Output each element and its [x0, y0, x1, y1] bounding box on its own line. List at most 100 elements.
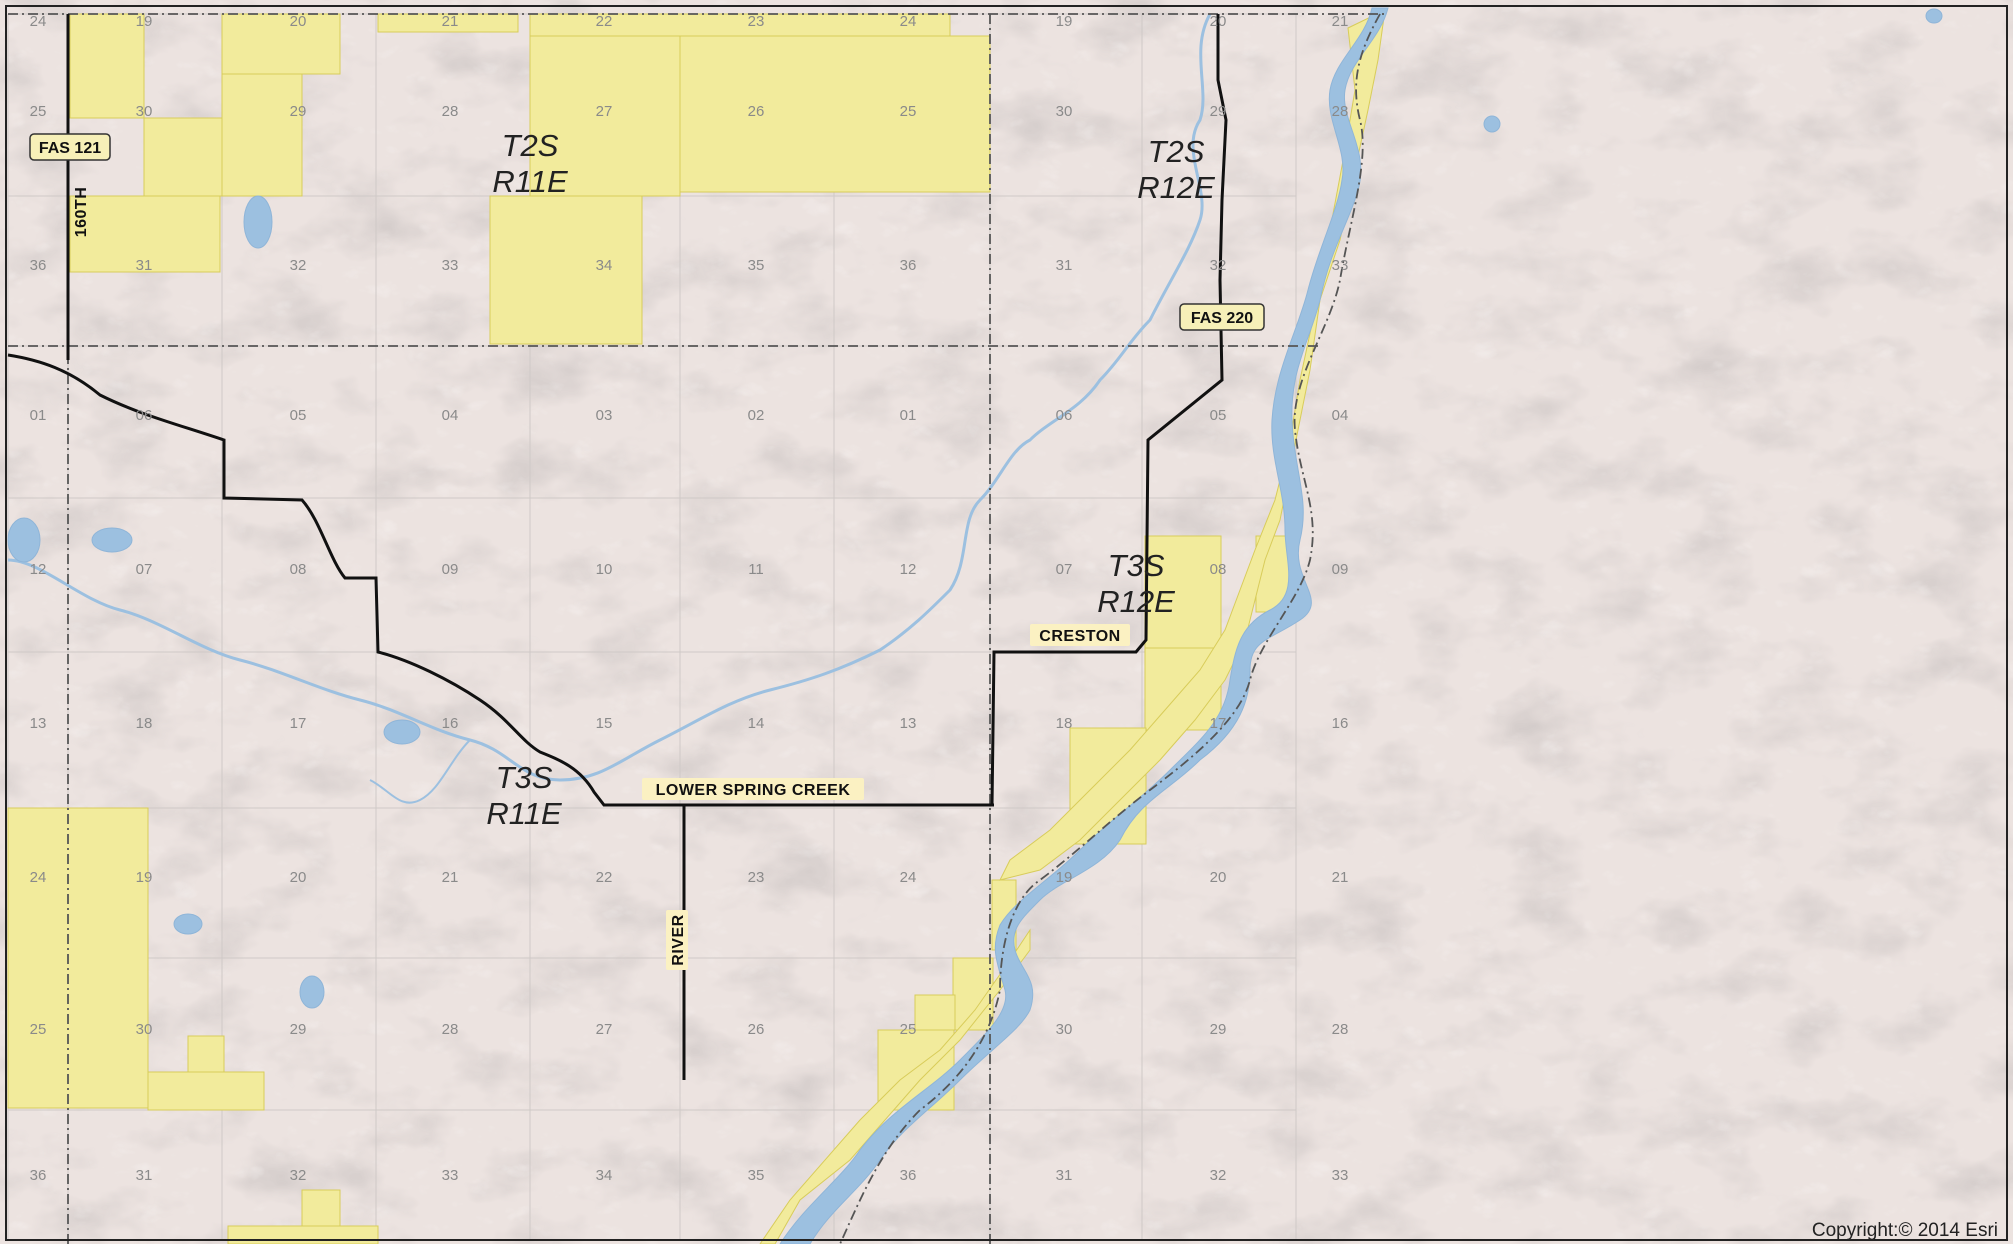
- section-number: 06: [136, 407, 153, 424]
- parcel[interactable]: [529, 13, 951, 37]
- pond: [7, 517, 41, 563]
- section-number: 07: [136, 561, 153, 578]
- section-number: 36: [900, 257, 917, 274]
- river-main: [779, 7, 1389, 1244]
- township-labels: T2S R11E T2S R12E T3S R12E T3S R11E: [486, 128, 1215, 831]
- section-number: 29: [1210, 1021, 1227, 1038]
- section-number: 34: [596, 257, 613, 274]
- township-label-line2: R12E: [1137, 170, 1215, 205]
- section-number: 29: [1210, 103, 1227, 120]
- section-number: 32: [1210, 257, 1227, 274]
- section-number: 22: [596, 13, 613, 30]
- section-number: 27: [596, 1021, 613, 1038]
- section-number: 14: [748, 715, 765, 732]
- section-number: 04: [1332, 407, 1349, 424]
- section-number: 20: [1210, 869, 1227, 886]
- parcel[interactable]: [914, 994, 956, 1031]
- road-label-halo: [1030, 624, 1130, 646]
- creek: [7, 13, 1212, 782]
- parcel[interactable]: [489, 195, 643, 345]
- pond: [243, 195, 273, 249]
- section-number: 25: [900, 103, 917, 120]
- parcel[interactable]: [1144, 535, 1222, 649]
- shield-fas-220[interactable]: FAS 220: [1179, 303, 1265, 331]
- section-number: 18: [136, 715, 153, 732]
- shield-fas-121[interactable]: FAS 121: [29, 133, 111, 161]
- section-number: 03: [596, 407, 613, 424]
- township-label-line1: T3S: [1108, 548, 1165, 583]
- section-number: 16: [442, 715, 459, 732]
- section-number: 31: [136, 257, 153, 274]
- township-label-line1: T3S: [496, 760, 553, 795]
- section-number: 33: [1332, 1167, 1349, 1184]
- pond: [1925, 8, 1943, 24]
- pond: [299, 975, 325, 1009]
- section-number: 32: [290, 257, 307, 274]
- road-label-160th: 160TH: [73, 187, 90, 238]
- shield-fas-121-label: FAS 121: [39, 140, 101, 157]
- parcel[interactable]: [679, 35, 991, 193]
- section-number: 21: [442, 869, 459, 886]
- section-number: 13: [900, 715, 917, 732]
- section-number: 24: [900, 869, 917, 886]
- copyright-text: Copyright:© 2014 Esri: [1812, 1220, 1998, 1241]
- section-number: 32: [290, 1167, 307, 1184]
- section-number: 26: [748, 1021, 765, 1038]
- section-number: 31: [136, 1167, 153, 1184]
- parcel[interactable]: [69, 13, 145, 119]
- parcel[interactable]: [221, 73, 303, 197]
- section-number: 19: [136, 13, 153, 30]
- creek-tributary: [369, 739, 471, 804]
- section-number: 30: [1056, 103, 1073, 120]
- section-number: 21: [1332, 13, 1349, 30]
- section-number: 26: [748, 103, 765, 120]
- section-number: 28: [442, 1021, 459, 1038]
- parcel-river-strip[interactable]: [759, 928, 1031, 1244]
- parcel[interactable]: [69, 195, 221, 273]
- section-number: 21: [1332, 869, 1349, 886]
- parcel[interactable]: [143, 117, 223, 197]
- section-number: 19: [136, 869, 153, 886]
- section-number: 36: [900, 1167, 917, 1184]
- township-label-line1: T2S: [1148, 134, 1205, 169]
- section-number: 22: [596, 869, 613, 886]
- section-number: 18: [1056, 715, 1073, 732]
- township-label-line2: R11E: [486, 796, 562, 831]
- road-labels: LOWER SPRING CREEK CRESTON RIVER 160TH: [73, 187, 1130, 970]
- section-number: 16: [1332, 715, 1349, 732]
- section-number: 02: [748, 407, 765, 424]
- parcel[interactable]: [227, 1225, 379, 1244]
- road-label-lower-spring-creek: LOWER SPRING CREEK: [656, 782, 851, 799]
- parcel[interactable]: [529, 35, 681, 197]
- parcel-layer: [7, 9, 1386, 1244]
- township-label-line2: R12E: [1097, 584, 1175, 619]
- pond: [1483, 115, 1501, 133]
- section-number: 24: [30, 13, 47, 30]
- section-number: 24: [900, 13, 917, 30]
- section-number: 13: [30, 715, 47, 732]
- section-number: 35: [748, 257, 765, 274]
- township-label-line2: R11E: [492, 164, 568, 199]
- section-number: 28: [442, 103, 459, 120]
- section-number: 20: [290, 13, 307, 30]
- section-number: 06: [1056, 407, 1073, 424]
- road-lower-spring-creek: [7, 353, 994, 807]
- section-number: 33: [1332, 257, 1349, 274]
- section-number: 30: [1056, 1021, 1073, 1038]
- section-number: 01: [30, 407, 47, 424]
- section-number: 21: [442, 13, 459, 30]
- section-number: 34: [596, 1167, 613, 1184]
- section-number: 23: [748, 869, 765, 886]
- parcel[interactable]: [221, 13, 341, 75]
- parcel[interactable]: [7, 807, 149, 1109]
- section-number: 08: [290, 561, 307, 578]
- section-number: 29: [290, 103, 307, 120]
- section-number: 17: [290, 715, 307, 732]
- section-number: 32: [1210, 1167, 1227, 1184]
- parcel[interactable]: [187, 1035, 225, 1073]
- parcel[interactable]: [301, 1189, 341, 1227]
- section-number: 05: [290, 407, 307, 424]
- section-number: 04: [442, 407, 459, 424]
- parcel[interactable]: [147, 1071, 265, 1111]
